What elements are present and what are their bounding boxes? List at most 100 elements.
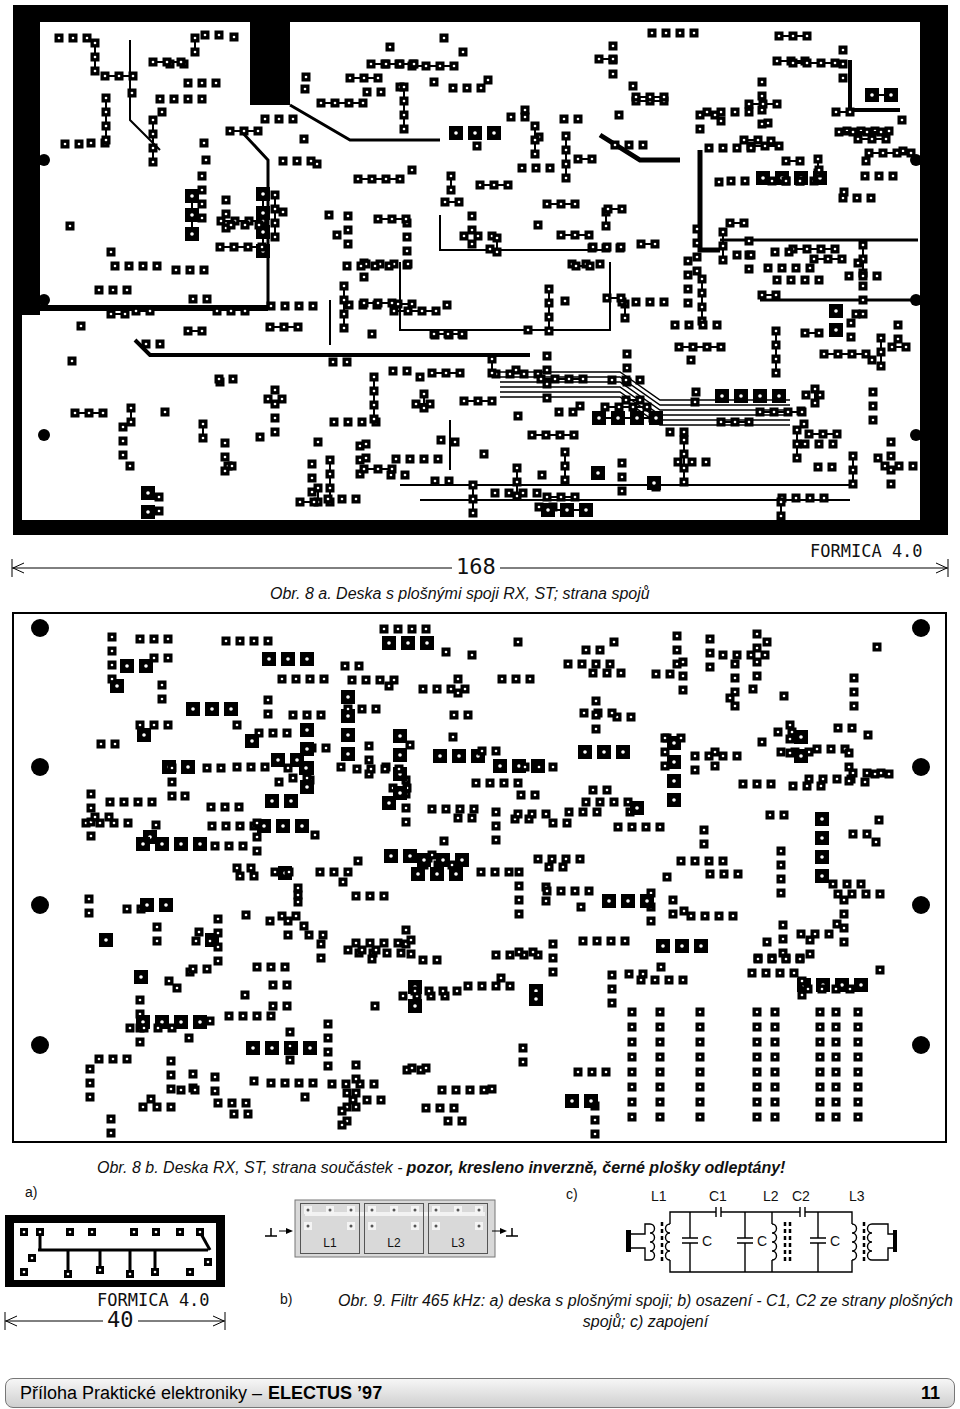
drill-hole [780,850,783,853]
drill-hole [144,664,148,668]
copper-trace [135,340,530,355]
solder-pad [815,831,829,845]
drill-hole [546,355,549,358]
drill-hole [224,456,227,459]
drill-hole [819,394,822,397]
drill-hole [750,254,753,257]
drill-hole [841,258,844,261]
drill-hole [206,767,209,770]
solder-pad [241,307,250,316]
drill-hole [748,240,751,243]
drill-hole [433,333,436,336]
solder-pad [406,455,415,464]
solder-pad [651,976,660,985]
solder-pad [859,272,868,281]
drill-hole [105,111,108,114]
drill-hole [799,735,803,739]
solder-pad [829,304,843,318]
drill-hole [862,313,865,316]
drill-hole [804,332,807,335]
solder-pad [102,108,111,117]
solder-pad [698,303,707,312]
solder-pad [520,370,529,379]
solder-pad [832,108,841,117]
solder-pad [172,266,181,275]
solder-pad [296,498,305,507]
drill-hole [682,979,685,982]
solder-pad [875,172,884,181]
drill-hole [659,826,662,829]
drill-hole [393,679,396,682]
drill-hole [328,214,331,217]
drill-hole [152,133,155,136]
drill-hole [113,822,116,825]
solder-pad [604,205,613,214]
drill-hole [548,302,551,305]
drill-hole [385,63,388,66]
drill-hole [677,461,680,464]
solder-pad [156,340,165,349]
solder-pad [410,60,419,69]
drill-hole [175,269,178,272]
solder-pad [202,156,211,165]
solder-pad [139,262,148,271]
drill-hole [720,346,723,349]
drill-hole [278,118,281,121]
drill-hole [416,872,420,876]
drill-hole [683,453,686,456]
solder-pad [306,675,315,684]
drill-hole [86,37,89,40]
solder-pad [449,126,463,140]
mounting-hole [912,1036,930,1054]
drill-hole [320,102,323,105]
drill-hole [780,878,783,881]
drill-hole [471,817,474,820]
drill-hole [395,458,398,461]
drill-hole [491,358,494,361]
drill-hole [274,236,277,239]
drill-hole [596,811,599,814]
drill-hole [577,118,580,121]
solder-pad [639,970,648,979]
solder-pad [317,954,326,963]
drill-hole [458,201,461,204]
solder-pad [719,256,728,265]
drill-hole [548,330,551,333]
drill-hole [714,114,717,117]
solder-pad [504,181,513,190]
drill-hole [509,373,512,376]
drill-hole [316,163,319,166]
solder-pad [877,362,886,371]
solder-pad [745,108,754,117]
drill-hole [785,160,788,163]
drill-hole [128,265,131,268]
solder-pad [772,389,786,403]
solder-pad [570,431,579,440]
drill-hole [777,394,781,398]
solder-pad [199,420,208,429]
drill-hole [127,822,130,825]
solder-pad [488,355,497,364]
solder-pad [189,295,198,304]
drill-hole [357,178,360,181]
copper-trace [793,62,835,64]
solder-pad [646,298,655,307]
solder-pad [576,402,585,411]
drill-hole [274,417,277,420]
solder-pad [773,57,782,66]
drill-hole [762,103,765,106]
drill-hole [560,203,563,206]
drill-hole [516,481,519,484]
solder-pad [317,99,326,108]
solder-pad [657,963,666,972]
solder-pad [847,319,856,328]
drill-hole [574,496,577,499]
solder-pad [170,95,179,104]
drill-hole [655,673,658,676]
drill-hole [261,211,265,215]
solder-pad [458,330,467,339]
solder-pad [201,31,210,40]
drill-hole [626,353,629,356]
drill-hole [373,404,376,407]
drill-hole [295,678,298,681]
